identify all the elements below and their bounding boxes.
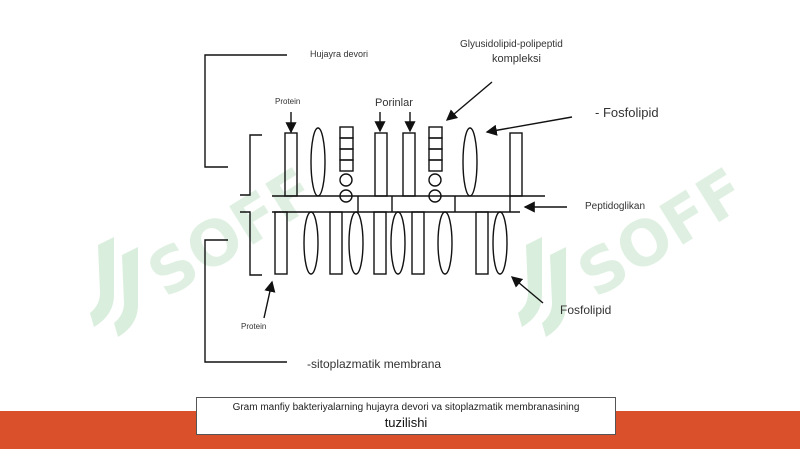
label-sitoplazmatik: -sitoplazmatik membrana [307,357,442,371]
outer-protein-1 [284,132,298,197]
bracket-lower [204,239,287,363]
label-porinlar: Porinlar [375,97,413,109]
brace-upper [240,134,262,196]
inner-protein-2 [329,211,343,275]
brace-lower [240,211,262,276]
inner-protein-5 [475,211,489,275]
label-protein-bottom: Protein [241,322,267,331]
inner-phospholipid-4 [437,211,453,275]
caption-line-1: Gram manfiy bakteriyalarning hujayra dev… [232,402,580,413]
inner-phospholipid-1 [303,211,319,275]
label-protein-top: Protein [275,97,301,106]
label-fosfolipid-bottom: Fosfolipid [560,303,612,317]
label-peptidoglikan: Peptidoglikan [585,201,646,212]
outer-phospholipid-1 [310,127,326,197]
label-glikolipid-1: Glyusidolipid-polipeptid [460,39,563,50]
label-hujayra-devori: Hujayra devori [310,49,369,59]
label-fosfolipid-top: - Fosfolipid [595,105,659,120]
inner-protein-3 [373,211,387,275]
watermark-logo-left [90,237,138,337]
watermark-logo-right [518,237,566,337]
inner-phospholipid-2 [348,211,364,275]
inner-protein-4 [411,211,425,275]
label-glikolipid-2: kompleksi [492,53,541,65]
outer-phospholipid-2 [462,127,478,197]
inner-phospholipid-5 [492,211,508,275]
caption-box: Gram manfiy bakteriyalarning hujayra dev… [196,397,616,435]
caption-line-2: tuzilishi [384,415,428,430]
bracket-outer [204,54,287,168]
inner-protein-1 [274,211,288,275]
outer-protein-2 [509,132,523,197]
porin-1 [374,132,388,197]
inner-phospholipid-3 [390,211,406,275]
porin-2 [402,132,416,197]
